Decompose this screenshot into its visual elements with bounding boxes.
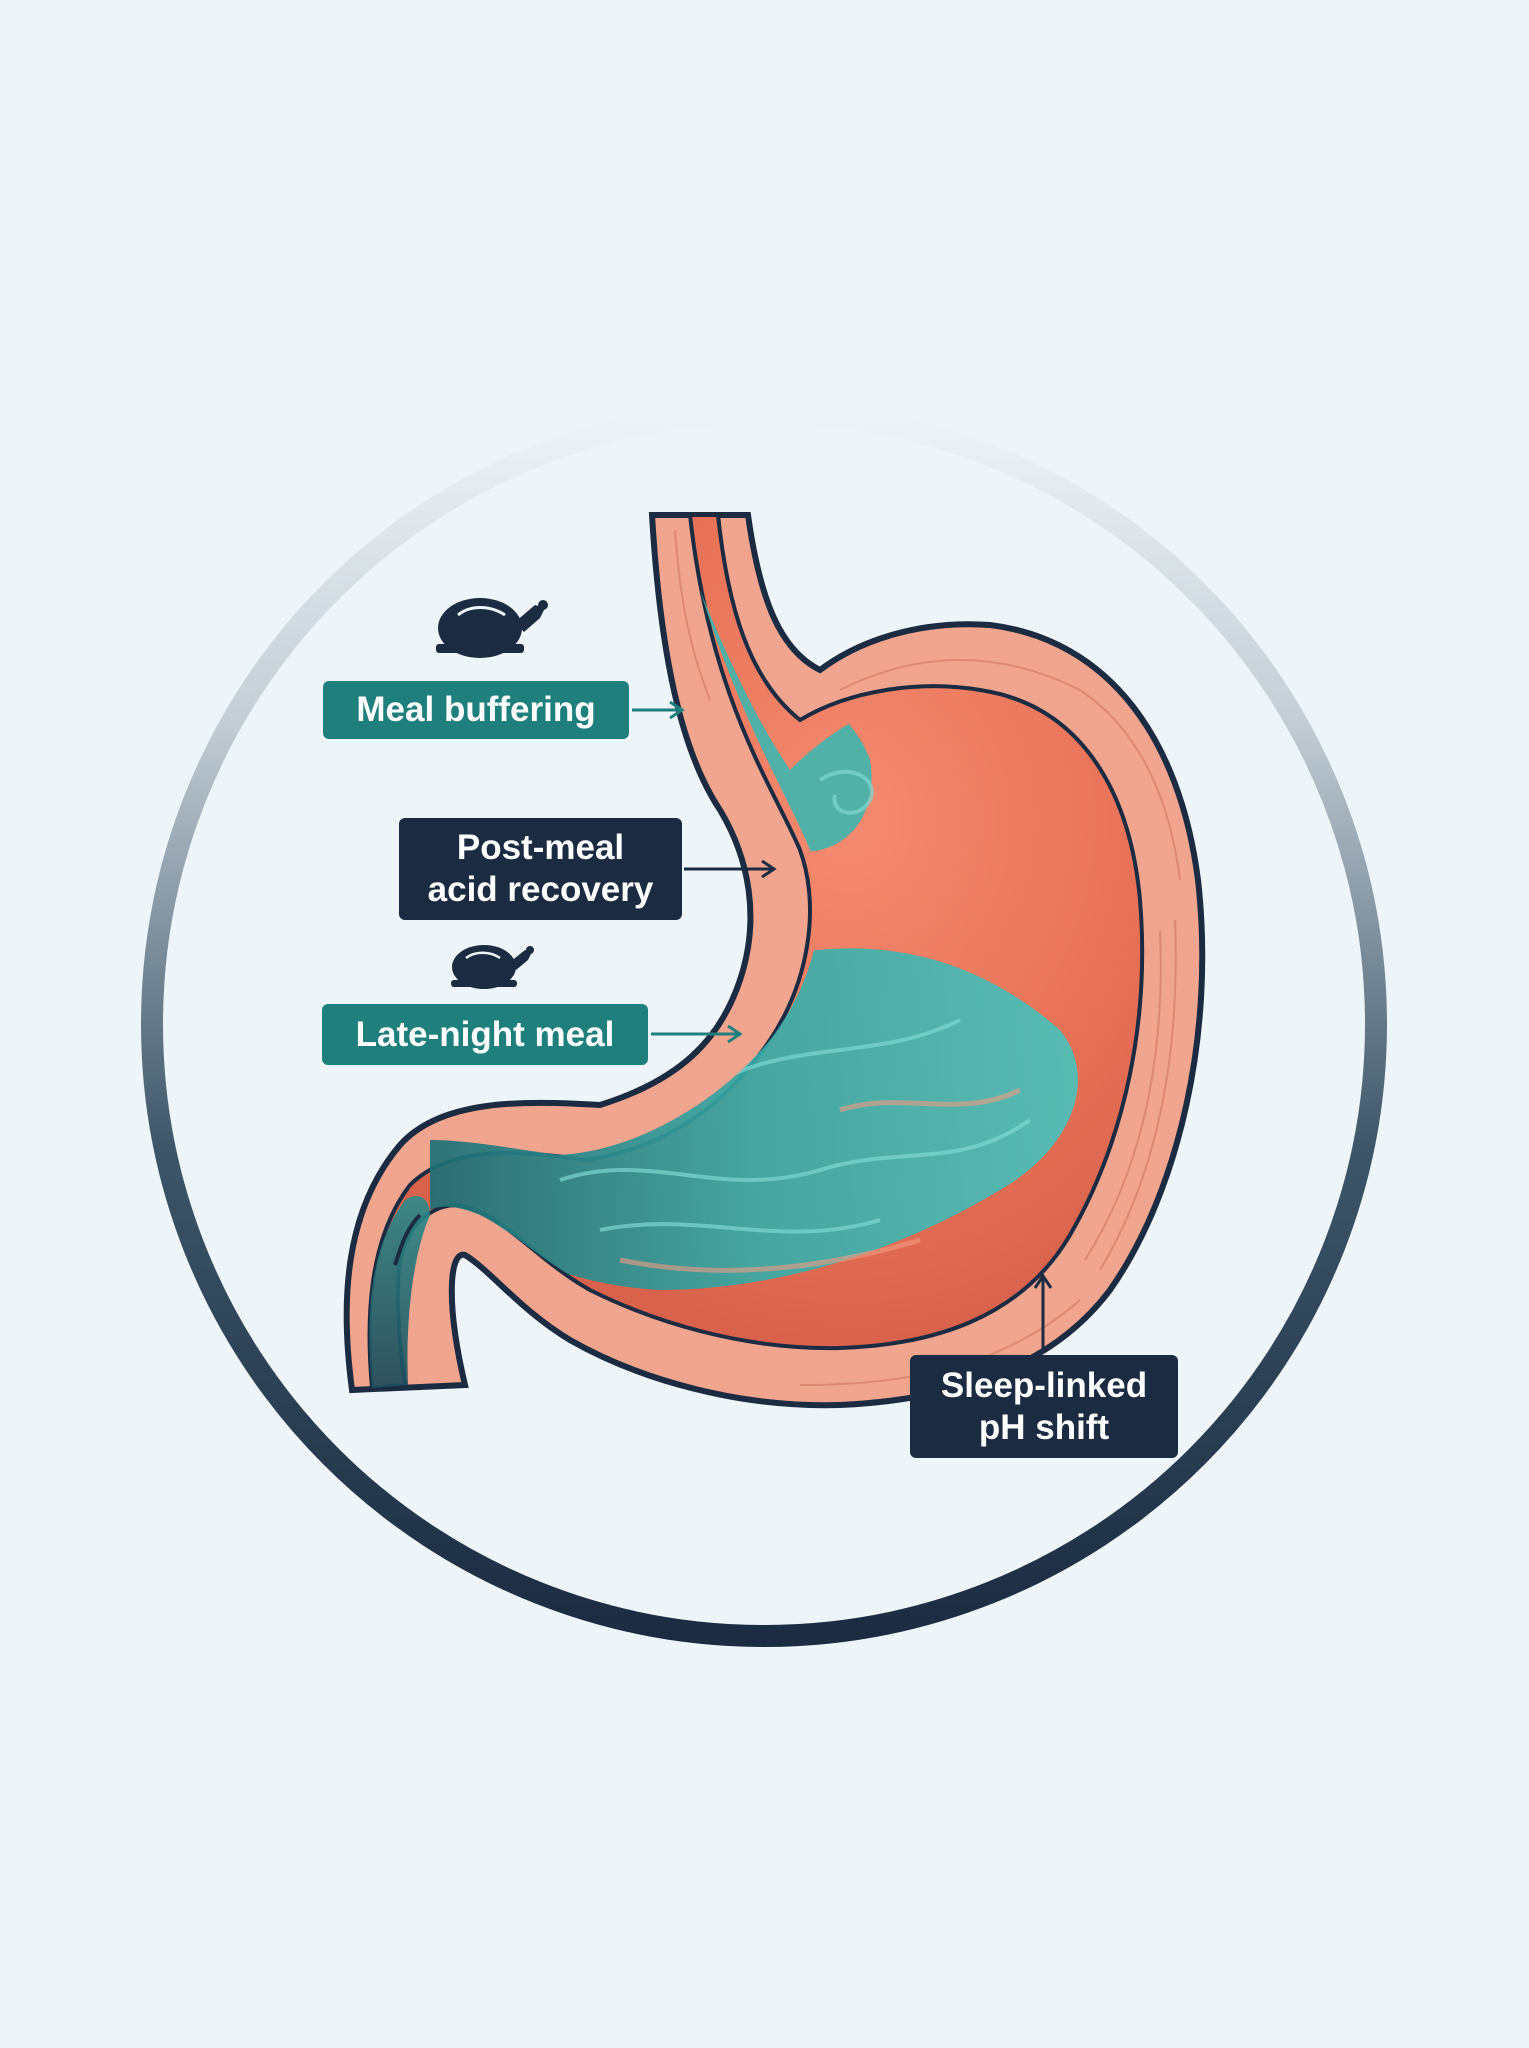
label-post-meal-acid-recovery: Post-meal acid recovery: [399, 818, 682, 920]
label-post-meal-line-2: acid recovery: [427, 870, 654, 909]
label-meal-buffering-text: Meal buffering: [356, 690, 596, 729]
outer-ring: [141, 401, 1387, 1647]
muscle-fibers: [674, 529, 1181, 1386]
label-sleep-line-2: pH shift: [978, 1407, 1110, 1447]
roast-chicken-icon: [436, 598, 548, 658]
arrow-late-night: [651, 1024, 743, 1044]
duodenum: [369, 1195, 430, 1388]
label-late-night-text: Late-night meal: [355, 1014, 615, 1054]
label-meal-buffering: Meal buffering: [323, 681, 629, 739]
label-sleep-line-1: Sleep-linked: [940, 1365, 1148, 1405]
label-sleep-linked-ph-shift: Sleep-linked pH shift: [910, 1355, 1178, 1458]
arrow-sleep-linked: [1033, 1273, 1053, 1352]
arrow-meal-buffering: [632, 700, 685, 720]
pyloric-fold: [393, 1213, 422, 1266]
label-post-meal-line-1: Post-meal: [456, 828, 625, 867]
roast-chicken-icon: [451, 945, 534, 989]
label-late-night-meal: Late-night meal: [322, 1004, 648, 1065]
arrow-post-meal: [684, 859, 777, 879]
